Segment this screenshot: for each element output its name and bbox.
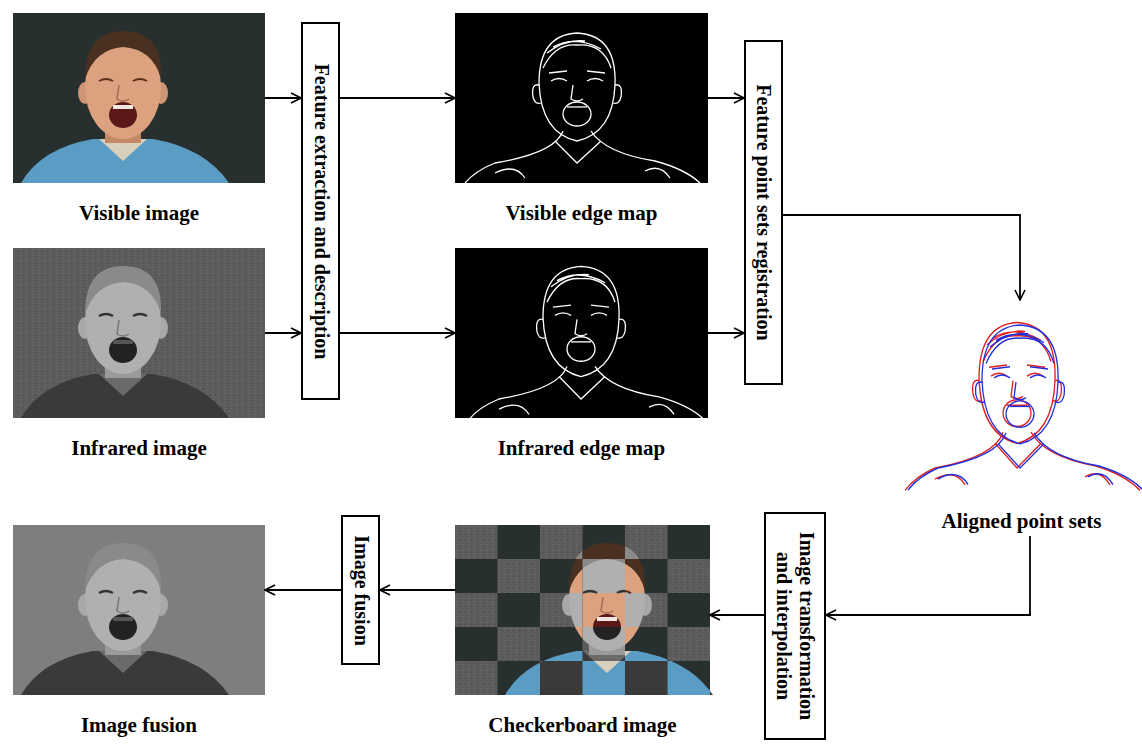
process-label: Feature point sets registration	[752, 48, 775, 377]
visible-edge-map-picture	[455, 13, 708, 183]
process-box: Image fusion	[341, 515, 380, 665]
flow-arrow	[708, 97, 744, 99]
process-box: Feature extraction and description	[301, 22, 340, 400]
process-label-group: Feature point sets registration	[752, 48, 775, 377]
flow-arrow	[708, 332, 744, 334]
image-node: Visible edge map	[455, 13, 708, 225]
flow-arrow	[783, 215, 1020, 300]
process-box: Image transformation and interpolation	[764, 512, 826, 740]
image-caption: Infrared edge map	[455, 436, 708, 460]
image-node: Checkerboard image	[455, 525, 710, 737]
process-label-group: Image fusion	[349, 523, 372, 657]
image-caption: Visible edge map	[455, 201, 708, 225]
flow-arrow	[340, 97, 455, 99]
visible-photo	[13, 13, 265, 183]
flow-arrow	[826, 536, 1030, 615]
image-node: Infrared image	[13, 248, 265, 460]
infrared-edge-map-picture	[455, 248, 708, 419]
process-label: Image transformation and interpolation	[772, 520, 818, 732]
image-node: Infrared edge map	[455, 248, 708, 460]
fused-photo	[13, 525, 265, 695]
flow-arrow	[340, 332, 455, 334]
image-caption: Image fusion	[13, 713, 265, 737]
flow-arrow	[265, 97, 301, 99]
process-label: Image fusion	[349, 523, 372, 657]
image-node: Image fusion	[13, 525, 265, 737]
flow-arrow	[265, 332, 301, 334]
image-caption: Checkerboard image	[455, 713, 710, 737]
process-label-group: Image transformation and interpolation	[772, 520, 818, 732]
checkerboard-picture	[455, 525, 713, 695]
process-label-group: Feature extraction and description	[309, 30, 332, 392]
image-node: Visible image	[13, 13, 265, 225]
image-node: Aligned point sets	[905, 300, 1138, 533]
flow-arrow	[710, 614, 764, 616]
image-caption: Infrared image	[13, 436, 265, 460]
image-caption: Aligned point sets	[905, 509, 1138, 533]
flow-arrow	[380, 589, 455, 591]
process-label: Feature extraction and description	[309, 30, 332, 392]
infrared-photo	[13, 248, 265, 418]
image-caption: Visible image	[13, 201, 265, 225]
process-box: Feature point sets registration	[744, 40, 783, 385]
flow-arrow	[265, 589, 341, 591]
aligned-point-sets-picture	[905, 322, 1142, 490]
